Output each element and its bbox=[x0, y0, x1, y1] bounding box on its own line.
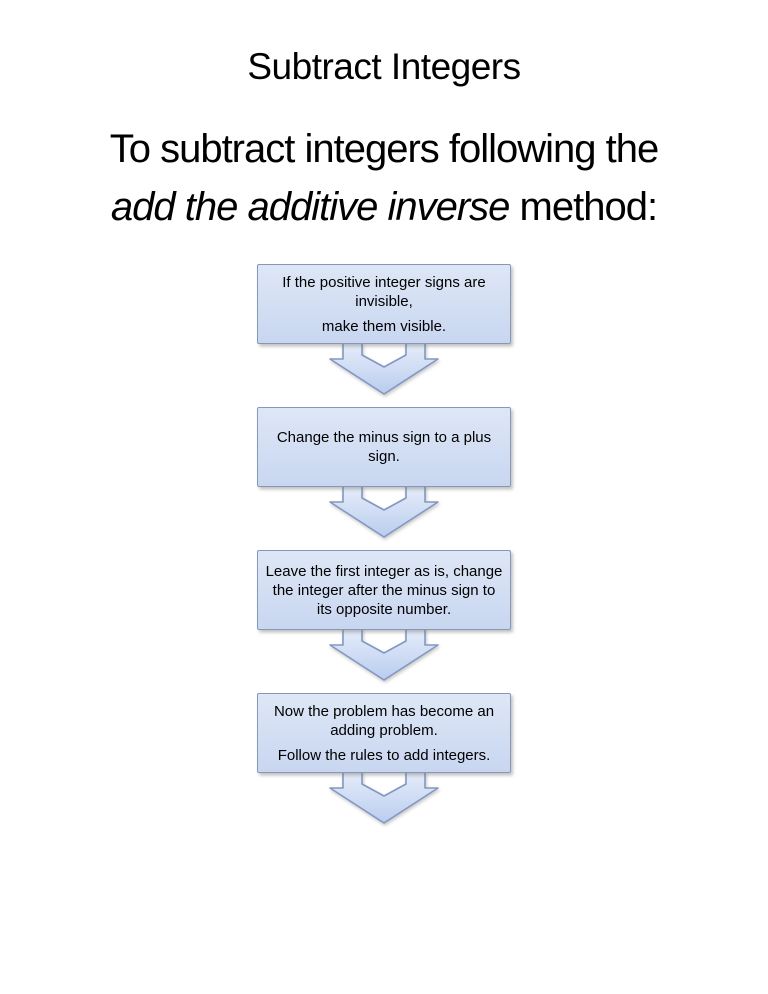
flow-box-text: make them visible. bbox=[321, 317, 447, 335]
flow-step-4: Now the problem has become an adding pro… bbox=[257, 693, 511, 825]
down-arrow-icon bbox=[329, 485, 439, 538]
flow-box-text: Follow the rules to add integers. bbox=[277, 746, 491, 764]
flow-box-text: Leave the first integer as is, change th… bbox=[265, 562, 503, 618]
down-arrow-icon bbox=[329, 342, 439, 395]
flow-box-4: Now the problem has become an adding pro… bbox=[257, 693, 511, 773]
intro-line-1: To subtract integers following the bbox=[109, 127, 660, 171]
intro-line-2-rest: method: bbox=[509, 185, 659, 229]
intro-text: To subtract integers following the add t… bbox=[0, 120, 768, 236]
flow-box-3: Leave the first integer as is, change th… bbox=[257, 550, 511, 630]
flow-step-3: Leave the first integer as is, change th… bbox=[257, 550, 511, 693]
flow-step-1: If the positive integer signs are invisi… bbox=[257, 264, 511, 407]
flow-step-2: Change the minus sign to a plus sign. bbox=[257, 407, 511, 550]
flow-box-2: Change the minus sign to a plus sign. bbox=[257, 407, 511, 487]
page-title: Subtract Integers bbox=[247, 46, 521, 87]
flow-box-text: If the positive integer signs are invisi… bbox=[282, 273, 486, 310]
intro-line-2: add the additive inverse method: bbox=[0, 178, 768, 236]
flow-box-text: Now the problem has become an adding pro… bbox=[273, 702, 495, 739]
flowchart: If the positive integer signs are invisi… bbox=[0, 264, 768, 825]
down-arrow-icon bbox=[329, 771, 439, 824]
down-arrow-icon bbox=[329, 628, 439, 681]
flow-box-1: If the positive integer signs are invisi… bbox=[257, 264, 511, 344]
flow-box-text: Change the minus sign to a plus sign. bbox=[276, 429, 492, 465]
intro-line-2-italic: add the additive inverse bbox=[110, 185, 510, 229]
